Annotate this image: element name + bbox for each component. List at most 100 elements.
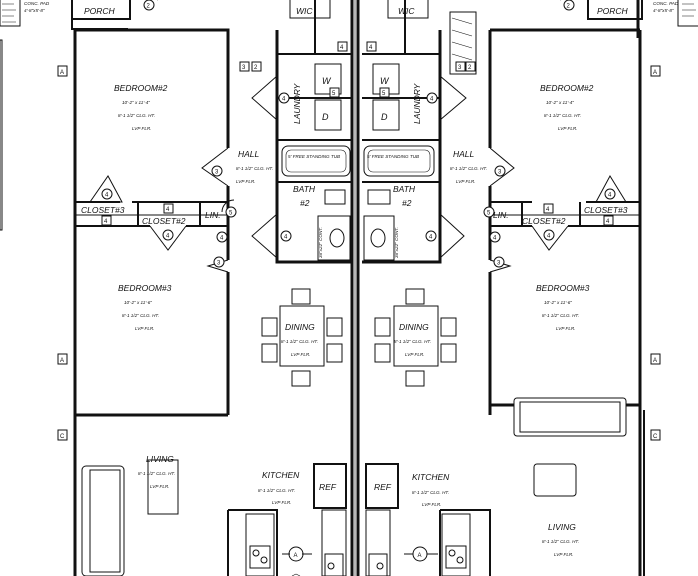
svg-text:LVP FLR.: LVP FLR. — [554, 552, 574, 557]
svg-text:A: A — [60, 70, 64, 76]
porch-pad-size-left: 4'-8"x5'-8" — [24, 8, 45, 13]
left-laundry-label: LAUNDRY — [292, 82, 302, 124]
left-bath-name: BATH — [293, 184, 316, 194]
svg-text:4: 4 — [430, 97, 434, 103]
left-wic-label: WIC — [296, 6, 313, 16]
svg-text:2: 2 — [468, 65, 472, 71]
svg-text:3: 3 — [215, 170, 219, 176]
left-hall-name: HALL — [238, 149, 260, 159]
right-ref-label: REF — [374, 482, 392, 492]
left-wet-core: WIC 4 3 2 4 LAUNDRY W D 5 5' FREE STANDI… — [239, 0, 351, 261]
svg-text:LVP FLR.: LVP FLR. — [236, 179, 256, 184]
left-dining-table: DINING 8'-1 1/2" CLG. HT. LVP FLR. — [261, 288, 343, 387]
svg-text:5: 5 — [382, 91, 386, 97]
svg-text:10'-2" x 11'-6": 10'-2" x 11'-6" — [544, 300, 572, 305]
right-living-name: LIVING — [548, 522, 576, 532]
svg-text:8'-1 1/2" CLG. HT.: 8'-1 1/2" CLG. HT. — [138, 471, 175, 476]
svg-text:4: 4 — [493, 236, 497, 242]
left-closet3-label: CLOSET#3 — [81, 205, 125, 215]
svg-text:10'-2" x 11'-4": 10'-2" x 11'-4" — [122, 100, 150, 105]
svg-text:3: 3 — [498, 170, 502, 176]
door-tag-porch-right: 2 — [567, 4, 571, 10]
right-hall: 3 HALL 8'-1 1/2" CLG. HT. LVP FLR. 3 — [450, 147, 515, 273]
svg-text:3: 3 — [242, 65, 246, 71]
svg-text:4: 4 — [606, 219, 610, 225]
right-wall-tags: A A C — [650, 65, 661, 441]
svg-text:8'-1 1/2" CLG. HT.: 8'-1 1/2" CLG. HT. — [281, 339, 318, 344]
left-tub-label: 5' FREE STANDING TUB — [288, 154, 340, 159]
svg-text:8'-1 1/2" CLG. HT.: 8'-1 1/2" CLG. HT. — [412, 490, 449, 495]
svg-text:5: 5 — [487, 211, 491, 217]
left-lin-label: LIN. — [205, 210, 221, 220]
porch-pad-label-left: CONC. PAD — [24, 1, 50, 6]
svg-text:4: 4 — [340, 45, 344, 51]
left-bath-number: #2 — [300, 198, 310, 208]
svg-text:8'-1 1/2" CLG. HT.: 8'-1 1/2" CLG. HT. — [236, 166, 273, 171]
svg-text:4: 4 — [220, 236, 224, 242]
right-closet3-label: CLOSET#3 — [584, 205, 628, 215]
svg-text:4: 4 — [104, 219, 108, 225]
svg-text:C: C — [60, 434, 65, 440]
svg-text:8'-1 1/2" CLG. HT.: 8'-1 1/2" CLG. HT. — [258, 488, 295, 493]
right-laundry-label: LAUNDRY — [412, 82, 422, 124]
right-tub-label: 5' FREE STANDING TUB — [367, 154, 419, 159]
svg-text:LVP FLR.: LVP FLR. — [132, 126, 152, 131]
svg-text:36"x22" CONT.: 36"x22" CONT. — [318, 227, 323, 258]
right-bath-number: #2 — [402, 198, 412, 208]
svg-text:4: 4 — [282, 97, 286, 103]
right-bedroom2-name: BEDROOM#2 — [540, 83, 594, 93]
svg-text:C: C — [653, 434, 658, 440]
svg-text:3: 3 — [497, 261, 501, 267]
right-bedroom-2: BEDROOM#2 10'-2" x 11'-4" 8'-1 1/2" CLG.… — [540, 83, 594, 131]
svg-text:4: 4 — [547, 234, 551, 240]
svg-text:4: 4 — [608, 193, 612, 199]
svg-text:2: 2 — [254, 65, 258, 71]
left-bedroom-2: BEDROOM#2 10'-2" x 11'-4" 8'-1 1/2" CLG.… — [114, 83, 168, 131]
svg-text:LVP FLR.: LVP FLR. — [405, 352, 425, 357]
svg-text:8'-1 1/2" CLG. HT.: 8'-1 1/2" CLG. HT. — [394, 339, 431, 344]
right-bedroom-3: BEDROOM#3 10'-2" x 11'-6" 8'-1 1/2" CLG.… — [513, 283, 627, 437]
right-living-kitchen: LIVING 8'-1 1/2" CLG. HT. LVP FLR. KITCH… — [365, 463, 579, 576]
svg-text:LVP FLR.: LVP FLR. — [556, 326, 576, 331]
porch-pad-label-right: CONC. PAD — [653, 1, 679, 6]
right-bedroom3-name: BEDROOM#3 — [536, 283, 590, 293]
right-bath-name: BATH — [393, 184, 416, 194]
porch-label-right: PORCH — [597, 6, 629, 16]
right-wic-label: WIC — [398, 6, 415, 16]
right-closet2-label: CLOSET#2 — [522, 216, 566, 226]
right-washer-label: W — [380, 76, 390, 86]
porch-left: CONC. PAD 4'-8"x5'-8" PORCH 2 — [0, 0, 158, 30]
svg-text:LVP FLR.: LVP FLR. — [456, 179, 476, 184]
left-closet2-label: CLOSET#2 — [142, 216, 186, 226]
porch-right: CONC. PAD 4'-8"x5'-8" PORCH 2 — [560, 0, 698, 27]
right-wet-core: WIC 4 3 2 4 LAUNDRY W D 5 5' FREE STANDI… — [363, 0, 477, 261]
right-closets: CLOSET#3 CLOSET#2 LIN. 4 4 4 4 5 4 — [483, 174, 628, 251]
svg-text:4: 4 — [369, 45, 373, 51]
svg-text:4: 4 — [105, 193, 109, 199]
right-unit-walls — [362, 0, 645, 576]
svg-text:A: A — [60, 358, 64, 364]
svg-text:10'-2" x 11'-4": 10'-2" x 11'-4" — [546, 100, 574, 105]
left-hall: 3 HALL 8'-1 1/2" CLG. HT. LVP FLR. 3 — [201, 147, 273, 273]
svg-text:LVP FLR.: LVP FLR. — [150, 484, 170, 489]
svg-text:8'-1 1/2" CLG. HT.: 8'-1 1/2" CLG. HT. — [450, 166, 487, 171]
svg-text:36"x22" CONT.: 36"x22" CONT. — [394, 227, 399, 258]
svg-text:4: 4 — [166, 207, 170, 213]
right-dining-name: DINING — [399, 322, 429, 332]
right-kitchen-name: KITCHEN — [412, 472, 450, 482]
svg-text:4: 4 — [546, 207, 550, 213]
left-dryer-label: D — [322, 112, 329, 122]
left-bedroom-3: BEDROOM#3 10'-2" x 11'-6" 8'-1 1/2" CLG.… — [118, 283, 172, 331]
left-dining-name: DINING — [285, 322, 315, 332]
porch-pad-size-right: 4'-8"x5'-8" — [653, 8, 674, 13]
svg-text:A: A — [653, 358, 657, 364]
left-wall-tags: A A C — [0, 39, 68, 441]
left-kitchen-name: KITCHEN — [262, 470, 300, 480]
svg-text:LVP FLR.: LVP FLR. — [135, 326, 155, 331]
right-hall-name: HALL — [453, 149, 475, 159]
svg-text:8'-1 1/2" CLG. HT.: 8'-1 1/2" CLG. HT. — [544, 113, 581, 118]
right-lin-label: LIN. — [493, 210, 509, 220]
porch-label-left: PORCH — [84, 6, 116, 16]
left-unit-walls — [73, 0, 360, 576]
